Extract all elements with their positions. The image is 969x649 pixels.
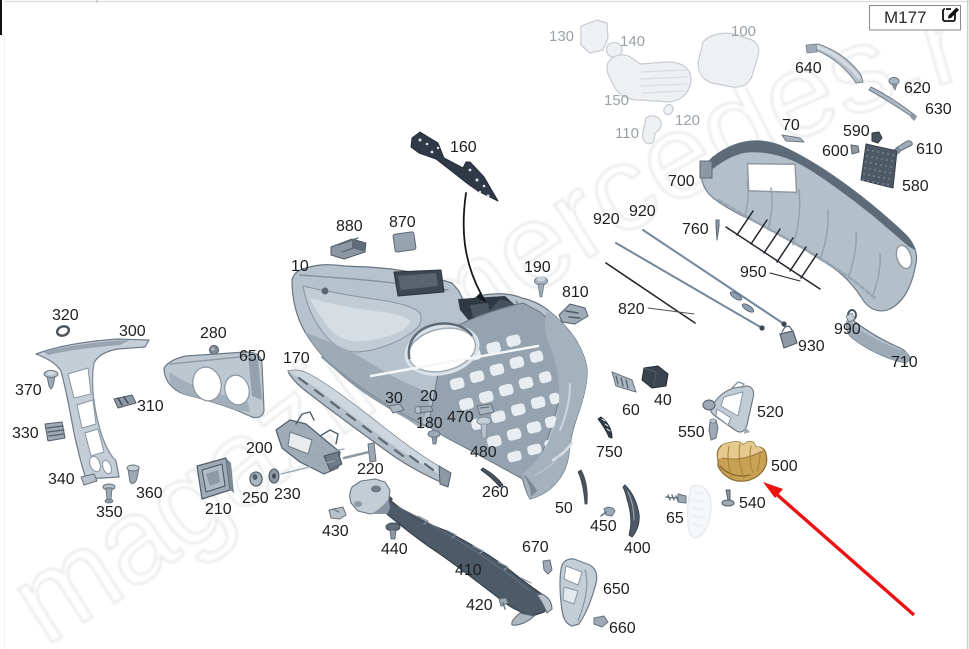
svg-text:330: 330 [12,425,39,442]
svg-text:450: 450 [590,518,617,535]
svg-text:550: 550 [678,424,705,441]
svg-text:410: 410 [455,562,482,579]
svg-text:810: 810 [562,284,589,301]
svg-text:120: 120 [675,112,700,129]
svg-text:190: 190 [524,259,551,276]
svg-text:580: 580 [902,178,929,195]
svg-text:540: 540 [739,495,766,512]
svg-text:880: 880 [336,218,363,235]
svg-text:700: 700 [668,173,695,190]
svg-text:210: 210 [205,501,232,518]
svg-text:70: 70 [782,117,800,134]
svg-text:430: 430 [322,523,349,540]
svg-text:50: 50 [555,500,573,517]
svg-text:350: 350 [96,504,123,521]
svg-text:660: 660 [609,620,636,637]
svg-text:500: 500 [771,458,798,475]
svg-text:20: 20 [420,388,438,405]
svg-text:180: 180 [416,415,443,432]
svg-text:30: 30 [385,390,403,407]
svg-text:360: 360 [136,485,163,502]
svg-text:630: 630 [925,101,952,118]
svg-text:470: 470 [447,409,474,426]
svg-text:480: 480 [470,444,497,461]
svg-text:670: 670 [522,539,549,556]
svg-text:760: 760 [682,221,709,238]
svg-text:650: 650 [239,348,266,365]
svg-text:340: 340 [48,471,75,488]
svg-text:620: 620 [904,80,931,97]
svg-text:230: 230 [274,486,301,503]
svg-text:40: 40 [654,392,672,409]
svg-text:110: 110 [615,125,639,142]
svg-text:640: 640 [795,60,822,77]
svg-text:60: 60 [622,402,640,419]
svg-text:130: 130 [549,28,574,45]
svg-text:610: 610 [916,141,943,158]
svg-text:160: 160 [450,139,477,156]
svg-text:950: 950 [740,264,767,281]
svg-text:930: 930 [798,338,825,355]
svg-text:170: 170 [283,350,310,367]
svg-text:870: 870 [389,214,416,231]
svg-text:650: 650 [603,581,630,598]
svg-text:420: 420 [466,597,493,614]
svg-text:65: 65 [666,510,684,527]
svg-text:820: 820 [618,301,645,318]
svg-text:920: 920 [593,211,620,228]
svg-text:260: 260 [482,484,509,501]
svg-text:250: 250 [242,490,269,507]
svg-text:320: 320 [52,307,79,324]
svg-text:750: 750 [596,444,623,461]
svg-text:280: 280 [200,325,227,342]
svg-text:10: 10 [291,258,309,275]
svg-text:990: 990 [834,321,861,338]
svg-text:100: 100 [731,23,756,40]
svg-text:370: 370 [15,382,42,399]
svg-text:300: 300 [119,323,146,340]
svg-text:600: 600 [822,143,849,160]
svg-text:710: 710 [891,354,918,371]
svg-text:150: 150 [604,92,629,109]
svg-text:400: 400 [624,540,651,557]
svg-text:M177: M177 [884,8,927,27]
svg-text:440: 440 [381,541,408,558]
svg-text:140: 140 [620,33,645,50]
svg-text:520: 520 [757,404,784,421]
svg-text:590: 590 [843,123,870,140]
svg-text:200: 200 [246,440,273,457]
svg-text:220: 220 [357,461,384,478]
svg-text:310: 310 [137,398,164,415]
svg-text:920: 920 [629,203,656,220]
